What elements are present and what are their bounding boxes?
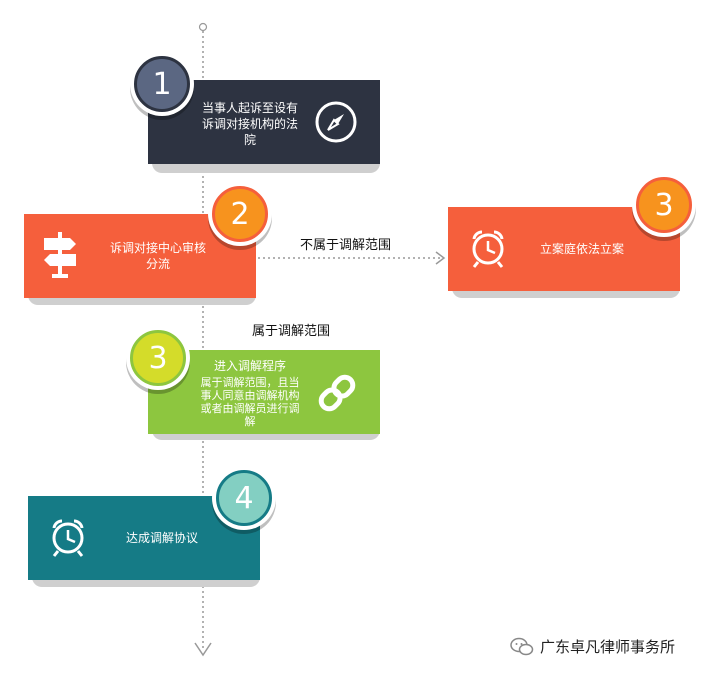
step-1-number: 1 xyxy=(134,56,190,112)
step-4-text: 达成调解协议 xyxy=(125,531,198,545)
step-1-text: 当事人起诉至设有 诉调对接机构的法 院 xyxy=(201,101,298,147)
alarm-clock-icon xyxy=(48,516,88,558)
chain-link-icon xyxy=(314,370,360,416)
branch-label-not-in-scope: 不属于调解范围 xyxy=(300,238,392,253)
step-3-mediation-text: 属于调解范围，且当 事人同意由调解机构 或者由调解员进行调 解 xyxy=(200,376,300,428)
step-2-number: 2 xyxy=(212,186,268,242)
step-2-text: 诉调对接中心审核 分流 xyxy=(109,241,206,271)
branch-label-in-scope: 属于调解范围 xyxy=(252,324,331,339)
compass-icon xyxy=(314,100,358,144)
wechat-icon xyxy=(510,637,534,657)
step-3-right-text: 立案庭依法立案 xyxy=(539,242,624,256)
watermark-text: 广东卓凡律师事务所 xyxy=(540,638,676,656)
watermark: 广东卓凡律师事务所 xyxy=(510,636,675,657)
alarm-clock-icon xyxy=(468,227,508,269)
step-3-right-number: 3 xyxy=(636,177,692,233)
signpost-icon xyxy=(40,230,80,280)
step-3-mediation-number: 3 xyxy=(130,330,186,386)
step-4-number: 4 xyxy=(216,470,272,526)
step-3-mediation-title: 进入调解程序 xyxy=(213,359,286,373)
